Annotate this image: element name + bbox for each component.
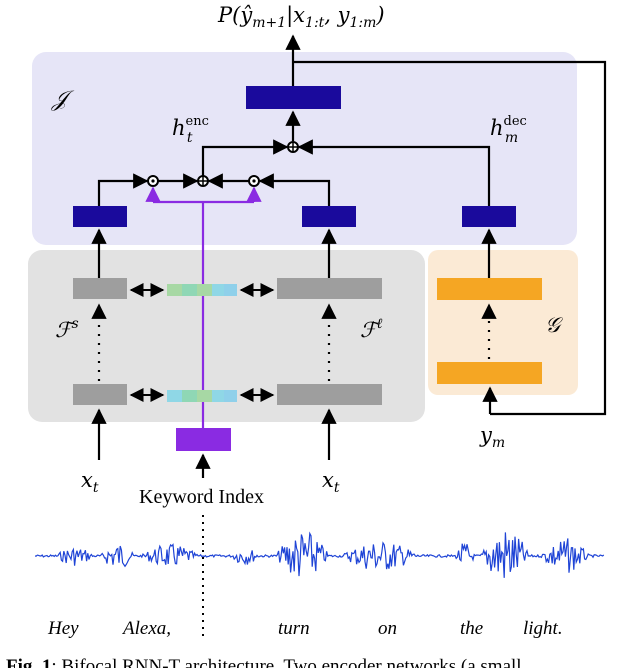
- large-encoder-bottom-layer: [277, 384, 382, 405]
- utterance-word: the: [460, 618, 483, 639]
- output-probability-label: P(ŷm+1|x1:t, y1:m): [217, 3, 385, 31]
- prediction-network-label: 𝒢: [545, 313, 563, 337]
- large-proj-to-gate-arrow: [258, 173, 331, 206]
- keyword-index-label: Keyword Index: [139, 486, 264, 508]
- audio-waveform: [34, 531, 605, 578]
- figure-caption: Fig. 1: Bifocal RNN-T architecture. Two …: [6, 656, 522, 668]
- large-encoder-top-layer: [277, 278, 382, 299]
- decoder-projection: [462, 206, 516, 227]
- small-encoder-bottom-layer: [73, 384, 127, 405]
- utterance-word: turn: [278, 618, 310, 639]
- keyword-embedding-block: [176, 428, 231, 451]
- shared-state-top: [167, 284, 237, 296]
- enc-to-sum-arrow: [201, 139, 289, 176]
- prediction-top-layer: [437, 278, 542, 300]
- prediction-bottom-layer: [437, 362, 542, 384]
- large-encoder-projection: [302, 206, 356, 227]
- small-encoder-top-layer: [73, 278, 127, 299]
- dec-to-sum-arrow: [297, 139, 491, 206]
- large-encoder-label: ℱℓ: [360, 316, 383, 342]
- utterance-word: on: [378, 618, 397, 639]
- previous-label-input: ym: [479, 423, 505, 451]
- small-encoder-input-label: xt: [81, 468, 99, 496]
- feedback-loop-line: [293, 60, 607, 416]
- joint-output-block: [246, 86, 341, 109]
- small-encoder-label: ℱs: [55, 316, 79, 342]
- shared-state-bottom: [167, 390, 237, 402]
- large-encoder-input-label: xt: [322, 468, 340, 496]
- small-proj-to-gate-arrow: [97, 173, 149, 206]
- utterance-word: light.: [523, 618, 563, 639]
- small-encoder-projection: [73, 206, 127, 227]
- utterance-word: Alexa,: [121, 618, 171, 639]
- utterance-word: Hey: [47, 618, 79, 639]
